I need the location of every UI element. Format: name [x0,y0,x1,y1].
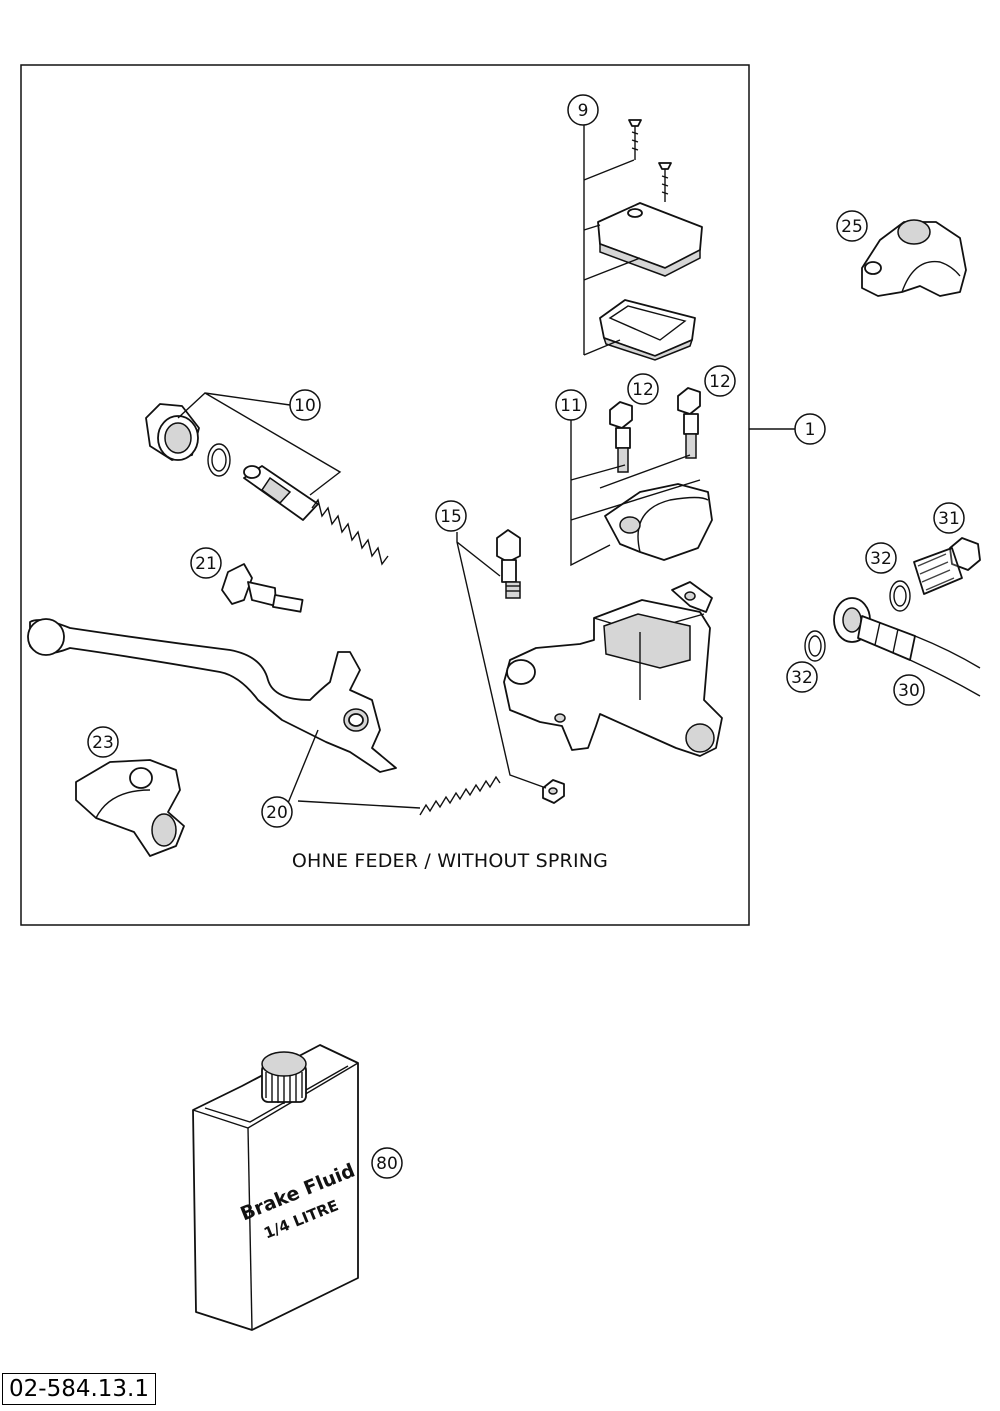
leader-10 [177,392,342,496]
svg-text:80: 80 [376,1154,398,1174]
leader-15 [456,532,547,789]
pivot-bolt [496,529,521,599]
callout-21: 21 [190,547,222,579]
callout-11: 11 [555,389,587,421]
circlip [207,443,231,477]
reservoir-cover [597,202,703,277]
reservoir-screw-1 [628,119,642,160]
svg-text:25: 25 [841,217,863,237]
lever-spring [419,775,501,816]
master-cylinder-body [503,581,723,757]
svg-text:32: 32 [870,549,892,569]
svg-text:10: 10 [294,396,316,416]
svg-text:11: 11 [560,396,582,416]
callout-9: 9 [567,94,599,126]
callout-10: 10 [289,389,321,421]
sealing-washer-upper [889,580,911,612]
callout-80: 80 [371,1147,403,1179]
callout-12-left: 12 [627,373,659,405]
piston-cap [145,403,200,461]
leader-11-12 [570,420,701,567]
svg-text:12: 12 [709,372,731,392]
svg-text:31: 31 [938,509,960,529]
svg-text:15: 15 [440,507,462,527]
piston-spring [311,498,389,566]
clamp-bolt-2 [677,387,701,459]
svg-text:9: 9 [578,101,589,121]
svg-text:30: 30 [898,681,920,701]
brake-lever [27,618,397,773]
svg-text:21: 21 [195,554,217,574]
brake-fluid-bottle [192,1044,359,1331]
brake-hose [833,597,981,697]
callout-20: 20 [261,796,293,828]
leader-20 [285,729,421,809]
reservoir-diaphragm [599,299,696,361]
lever-guard [75,759,185,857]
callout-1: 1 [794,413,826,445]
leader-9 [583,125,641,356]
callout-32-lower: 32 [786,661,818,693]
assembly-frame [20,64,750,926]
callout-25: 25 [836,210,868,242]
sealing-washer-upper-inner [893,585,907,607]
svg-text:32: 32 [791,668,813,688]
reservoir-screw-2 [658,162,672,202]
svg-text:12: 12 [632,380,654,400]
caption-without-spring: OHNE FEDER / WITHOUT SPRING [291,850,609,872]
drawing-code: 02-584.13.1 [2,1373,156,1405]
piston [243,465,319,521]
callout-30: 30 [893,674,925,706]
banjo-bolt [913,537,981,595]
clamp-bolt-1 [609,401,633,473]
svg-text:20: 20 [266,803,288,823]
callout-12-right: 12 [704,365,736,397]
svg-text:23: 23 [92,733,114,753]
callout-23: 23 [87,726,119,758]
callout-15: 15 [435,500,467,532]
reservoir-cap-25 [861,219,967,297]
svg-text:1: 1 [805,420,816,440]
adjuster-screw [221,563,304,613]
sealing-washer-lower-inner [808,635,822,657]
sealing-washer-lower [804,630,826,662]
callout-31: 31 [933,502,965,534]
handlebar-clamp [604,483,713,561]
pivot-nut [542,779,565,804]
callout-32-upper: 32 [865,542,897,574]
